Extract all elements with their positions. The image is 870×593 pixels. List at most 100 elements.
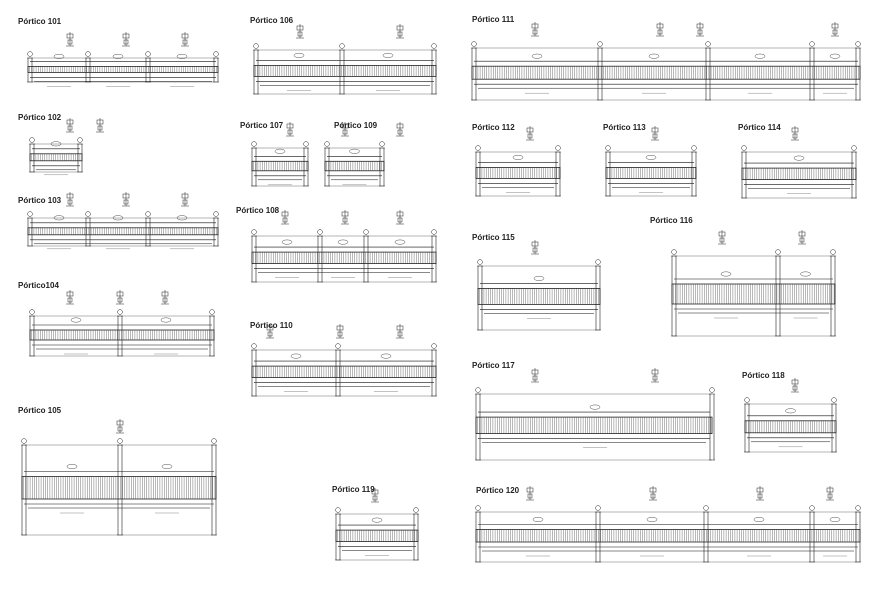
rebar-callout bbox=[371, 517, 383, 523]
section-cut-symbol bbox=[66, 192, 74, 207]
frame-title: Pórtico104 bbox=[18, 281, 59, 290]
column-support bbox=[775, 249, 781, 337]
section-cut-symbol bbox=[96, 118, 104, 133]
section-cut-symbol bbox=[341, 210, 349, 225]
column-support bbox=[145, 51, 151, 83]
section-cut-symbol bbox=[396, 210, 404, 225]
rebar-callout bbox=[800, 271, 811, 277]
section-cut-symbol bbox=[831, 22, 839, 37]
column-support bbox=[703, 505, 709, 563]
section-cut-symbol bbox=[531, 240, 539, 255]
column-support bbox=[335, 343, 341, 397]
rebar-callout bbox=[829, 517, 841, 522]
stirrup-hatch bbox=[607, 167, 696, 179]
rebar-callout bbox=[349, 148, 360, 154]
stirrup-hatch bbox=[29, 66, 217, 73]
section-cut-symbol bbox=[826, 486, 834, 501]
frame-title: Pórtico 106 bbox=[250, 16, 294, 25]
frame-107: Pórtico 107 bbox=[240, 121, 309, 187]
column-support bbox=[595, 505, 601, 563]
column-support bbox=[477, 259, 483, 331]
section-cut-symbol bbox=[181, 192, 189, 207]
column-support bbox=[85, 211, 91, 247]
column-support bbox=[475, 145, 481, 197]
rebar-callout bbox=[176, 215, 188, 221]
column-support bbox=[213, 211, 219, 247]
rebar-callout bbox=[112, 215, 124, 221]
frame-title: Pórtico 115 bbox=[472, 233, 515, 242]
column-support bbox=[251, 141, 257, 187]
column-support bbox=[671, 249, 677, 337]
section-cut-symbol bbox=[791, 126, 799, 141]
frame-title: Pórtico 117 bbox=[472, 361, 515, 370]
frame-108: Pórtico 108 bbox=[236, 206, 437, 283]
section-cut-symbol bbox=[66, 290, 74, 305]
column-support bbox=[555, 145, 561, 197]
rebar-callout bbox=[274, 148, 286, 154]
section-cut-symbol bbox=[798, 230, 806, 245]
rebar-callout bbox=[160, 317, 172, 323]
column-support bbox=[363, 229, 369, 283]
rebar-callout bbox=[70, 317, 82, 323]
frame-title: Pórtico 116 bbox=[650, 216, 693, 225]
frame-title: Pórtico 105 bbox=[18, 406, 62, 415]
section-cut-symbol bbox=[526, 486, 534, 501]
stirrup-hatch bbox=[29, 227, 217, 235]
column-support bbox=[29, 137, 35, 173]
column-support bbox=[27, 211, 33, 247]
section-cut-symbol bbox=[122, 32, 130, 47]
rebar-callout bbox=[533, 275, 545, 281]
column-support bbox=[605, 145, 611, 197]
frame-title: Pórtico 101 bbox=[18, 17, 62, 26]
section-cut-symbol bbox=[396, 324, 404, 339]
section-cut-symbol bbox=[531, 22, 539, 37]
column-support bbox=[85, 51, 91, 83]
column-support bbox=[77, 137, 83, 173]
column-support bbox=[831, 397, 837, 453]
frame-112: Pórtico 112 bbox=[472, 123, 561, 197]
rebar-callout bbox=[793, 155, 805, 161]
column-support bbox=[413, 507, 419, 561]
column-support bbox=[253, 43, 259, 95]
frame-103: Pórtico 103 bbox=[18, 192, 219, 249]
section-cut-symbol bbox=[66, 118, 74, 133]
rebar-callout bbox=[50, 141, 62, 147]
column-support bbox=[471, 41, 477, 101]
column-support bbox=[705, 41, 711, 101]
rebar-callout bbox=[754, 53, 766, 59]
stirrup-hatch bbox=[477, 167, 560, 179]
rebar-callout bbox=[648, 53, 660, 59]
frame-title: Pórtico 103 bbox=[18, 196, 62, 205]
stirrup-hatch bbox=[253, 252, 435, 264]
section-cut-symbol bbox=[526, 126, 534, 141]
rebar-callout bbox=[161, 464, 173, 469]
frame-102: Pórtico 102 bbox=[18, 113, 104, 175]
column-support bbox=[213, 51, 219, 83]
rebar-callout bbox=[645, 154, 657, 160]
column-support bbox=[324, 141, 330, 187]
rebar-callout bbox=[380, 353, 392, 359]
rebar-callout bbox=[337, 239, 349, 245]
section-cut-symbol bbox=[651, 368, 659, 383]
section-cut-symbol bbox=[341, 122, 349, 137]
frame-title: Pórtico 107 bbox=[240, 121, 284, 130]
rebar-callout bbox=[646, 517, 658, 522]
section-cut-symbol bbox=[266, 324, 274, 339]
section-cut-symbol bbox=[122, 192, 130, 207]
frame-115: Pórtico 115 bbox=[472, 233, 601, 331]
rebar-callout bbox=[785, 408, 796, 414]
column-support bbox=[744, 397, 750, 453]
section-cut-symbol bbox=[161, 290, 169, 305]
column-support bbox=[117, 309, 123, 357]
stirrup-hatch bbox=[31, 330, 213, 340]
column-support bbox=[431, 43, 437, 95]
stirrup-hatch bbox=[477, 529, 859, 542]
section-cut-symbol bbox=[651, 126, 659, 141]
rebar-callout bbox=[720, 271, 732, 277]
column-support bbox=[21, 438, 27, 536]
section-cut-symbol bbox=[531, 368, 539, 383]
column-support bbox=[251, 343, 257, 397]
frame-109: Pórtico 109 bbox=[324, 121, 404, 187]
